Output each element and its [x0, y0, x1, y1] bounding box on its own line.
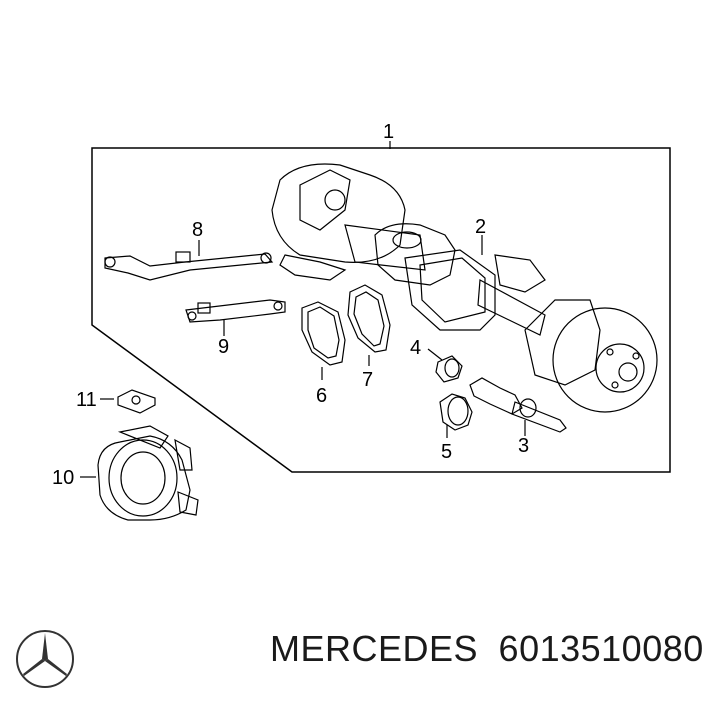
part-caption: MERCEDES 6013510080 [270, 628, 710, 688]
callout-8: 8 [192, 219, 203, 241]
bearing-4 [435, 355, 463, 383]
callout-4: 4 [410, 337, 421, 359]
callout-9: 9 [218, 336, 229, 358]
callout-1: 1 [383, 121, 394, 143]
callout-2: 2 [475, 216, 486, 238]
boot-5 [439, 393, 473, 431]
callout-5: 5 [441, 441, 452, 463]
link-arm-upper [104, 251, 274, 281]
axle-assembly [271, 163, 658, 413]
knuckle-housing-10 [97, 425, 199, 521]
callout-3: 3 [518, 435, 529, 457]
callout-7: 7 [362, 369, 373, 391]
callout-11: 11 [76, 389, 97, 411]
gasket-6 [301, 301, 346, 366]
gasket-7 [347, 284, 391, 353]
callout-6: 6 [316, 385, 327, 407]
assembly-frame [91, 147, 671, 473]
callout-10: 10 [52, 467, 74, 489]
mercedes-star-icon [16, 630, 74, 688]
part-number: 6013510080 [498, 628, 704, 669]
bracket-11 [117, 389, 156, 414]
drive-shaft-3 [469, 377, 567, 433]
brand-name: MERCEDES [270, 628, 479, 669]
link-arm-lower [185, 299, 286, 323]
